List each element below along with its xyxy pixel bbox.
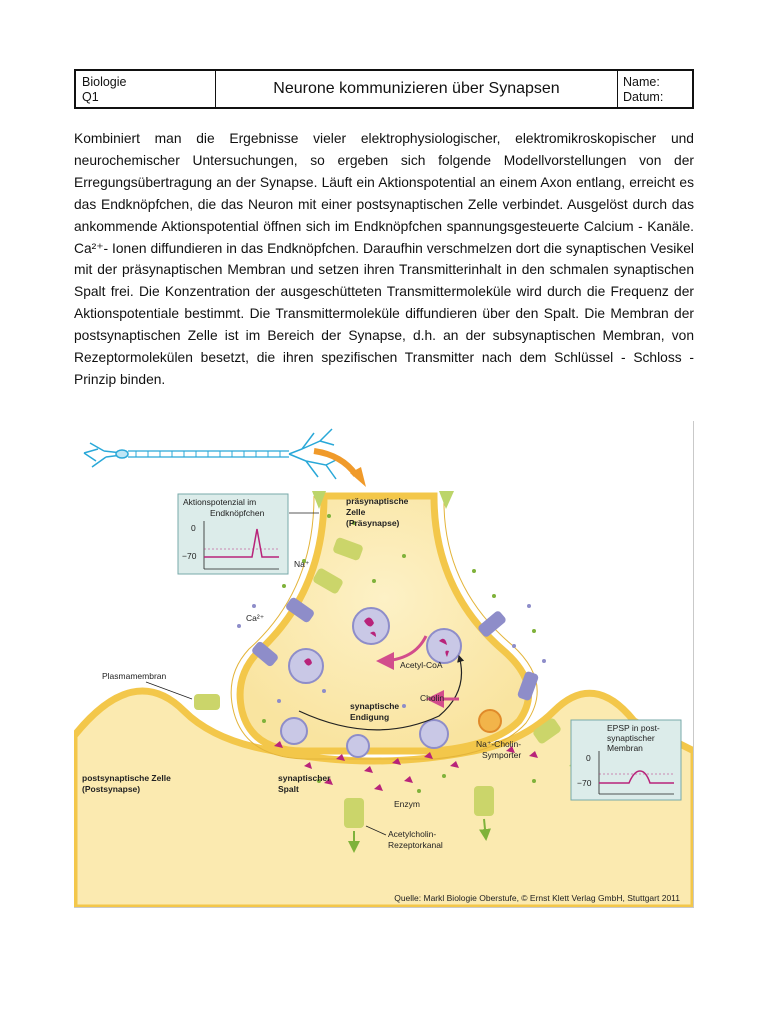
epsp-label-3: Membran <box>607 743 643 753</box>
symporter-label-2: Symporter <box>482 750 521 760</box>
course-label: Q1 <box>82 90 209 105</box>
ap-box-title-1: Aktionspotenzial im <box>183 497 256 507</box>
spalt-label-2: Spalt <box>278 784 299 794</box>
synapse-diagram: Aktionspotenzial im Endknöpfchen 0 −70 E… <box>74 421 694 908</box>
postsyn-label-2: (Postsynapse) <box>82 784 140 794</box>
ca-label: Ca²⁺ <box>246 613 265 623</box>
acetylcoa-label: Acetyl-CoA <box>400 660 443 670</box>
date-field-label: Datum: <box>623 90 687 105</box>
zoom-arrow <box>314 451 356 475</box>
figure-source: Quelle: Markl Biologie Oberstufe, © Erns… <box>394 893 680 903</box>
postsyn-label-1: postsynaptische Zelle <box>82 773 171 783</box>
name-date-cell: Name: Datum: <box>618 71 692 107</box>
endigung-label-1: synaptische <box>350 701 399 711</box>
presyn-label-1: präsynaptische <box>346 496 409 506</box>
enzym-label: Enzym <box>394 799 420 809</box>
synapse-figure: Aktionspotenzial im Endknöpfchen 0 −70 E… <box>74 421 694 908</box>
epsp-graph-box: EPSP in post- synaptischer Membran 0 −70 <box>571 720 681 800</box>
presyn-label-2: Zelle <box>346 507 366 517</box>
worksheet-title: Neurone kommunizieren über Synapsen <box>216 71 618 107</box>
cholin-label: Cholin <box>420 693 444 703</box>
body-paragraph: Kombiniert man die Ergebnisse vieler ele… <box>74 128 694 391</box>
plasmamembran-label: Plasmamembran <box>102 671 167 681</box>
epsp-label-1: EPSP in post- <box>607 723 660 733</box>
endigung-label-2: Endigung <box>350 712 389 722</box>
ap-graph-box: Aktionspotenzial im Endknöpfchen 0 −70 <box>178 494 288 574</box>
epsp-tick-70: −70 <box>577 778 592 788</box>
subject-cell: Biologie Q1 <box>76 71 216 107</box>
name-field-label: Name: <box>623 75 687 90</box>
neuron-sketch <box>84 429 338 479</box>
presyn-label-3: (Präsynapse) <box>346 518 400 528</box>
epsp-label-2: synaptischer <box>607 733 655 743</box>
spalt-label-1: synaptischer <box>278 773 331 783</box>
na-cholin-symporter <box>479 710 501 732</box>
symporter-label-1: Na⁺-Cholin- <box>476 739 521 749</box>
na-label: Na⁺ <box>294 559 310 569</box>
ap-box-title-2: Endknöpfchen <box>210 508 265 518</box>
rezeptor-label-1: Acetylcholin- <box>388 829 436 839</box>
epsp-tick-0: 0 <box>586 753 591 763</box>
rezeptor-label-2: Rezeptorkanal <box>388 840 443 850</box>
ap-tick-70: −70 <box>182 551 197 561</box>
worksheet-header: Biologie Q1 Neurone kommunizieren über S… <box>74 69 694 109</box>
ap-tick-0: 0 <box>191 523 196 533</box>
subject-label: Biologie <box>82 75 209 90</box>
